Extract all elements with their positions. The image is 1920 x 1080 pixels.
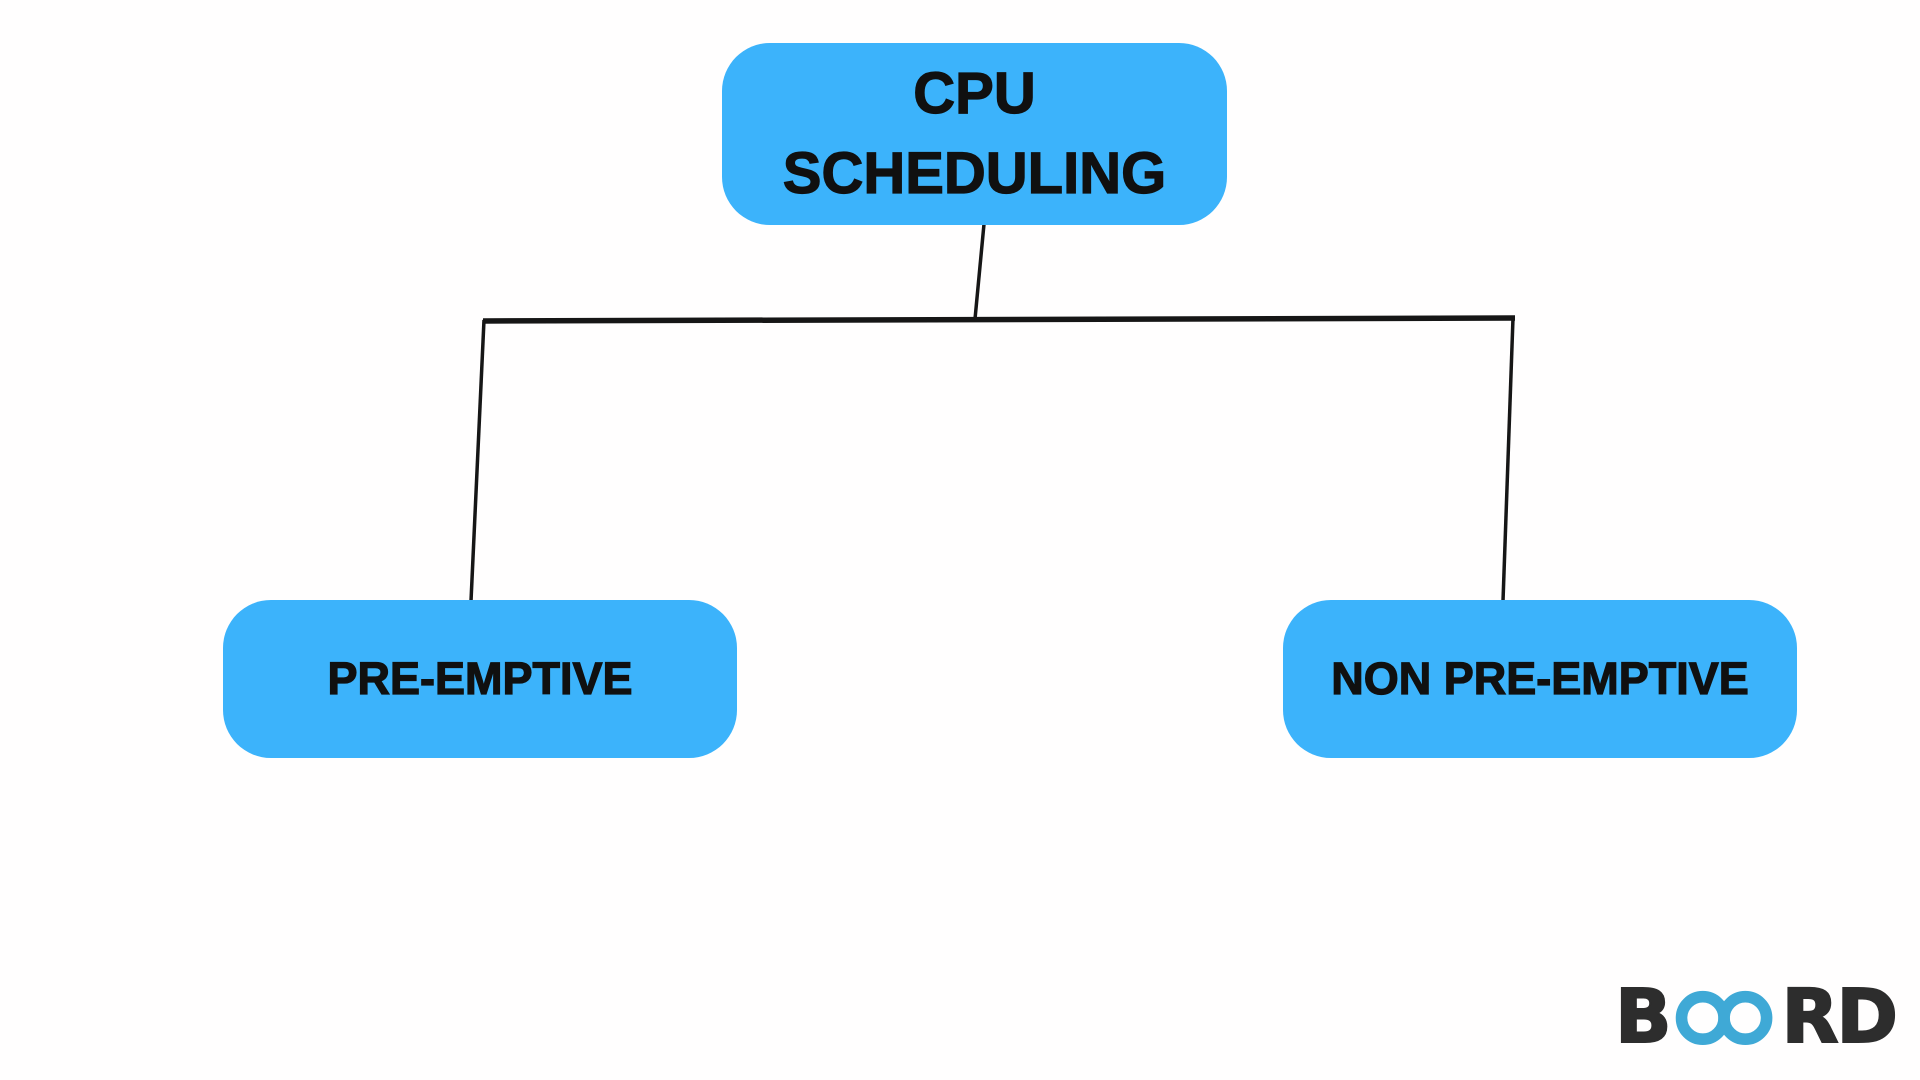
connector-root-stem [973, 223, 986, 320]
board-logo: B RD [1614, 974, 1899, 1060]
node-cpu-scheduling: CPU SCHEDULING [722, 43, 1227, 225]
connector-right-drop [1501, 317, 1515, 602]
logo-suffix-text: RD [1781, 974, 1899, 1060]
logo-prefix-text: B [1614, 974, 1672, 1060]
connector-left-drop [469, 319, 486, 602]
connector-horizontal-bar [482, 315, 1516, 324]
infinity-icon [1675, 990, 1772, 1046]
node-pre-emptive: PRE-EMPTIVE [223, 600, 737, 758]
node-non-pre-emptive: NON PRE-EMPTIVE [1283, 600, 1797, 758]
